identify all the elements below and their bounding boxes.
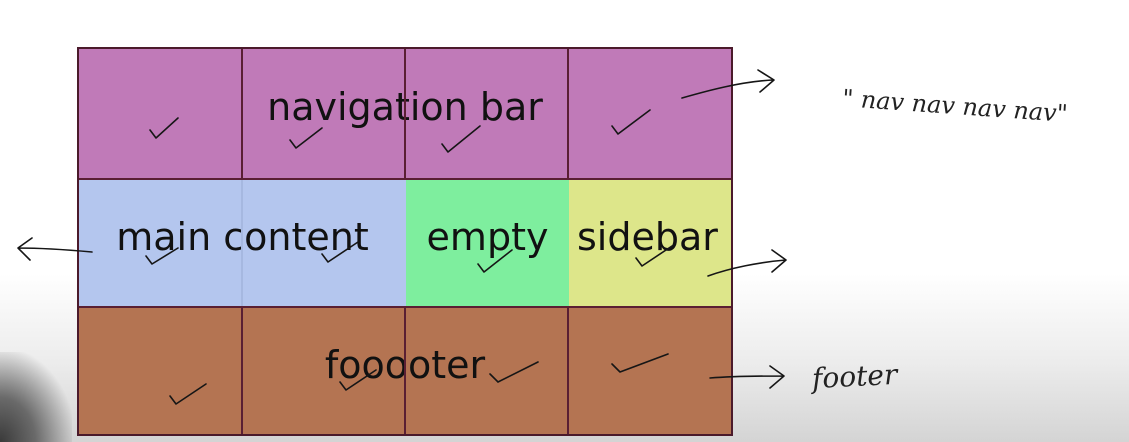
sidebar-area: sidebar	[569, 179, 731, 307]
grid-column-line	[567, 49, 569, 179]
grid-row-line	[79, 178, 731, 180]
grid-column-line	[241, 49, 243, 179]
grid-column-line	[241, 307, 243, 434]
corner-shadow	[0, 352, 72, 442]
sidebar-label: sidebar	[577, 215, 718, 259]
empty-area: empty	[406, 179, 569, 307]
css-grid-diagram: navigation bar main content empty sideba…	[77, 47, 733, 436]
footer-annotation: footer	[811, 357, 899, 396]
nav-template-annotation: " nav nav nav nav"	[841, 84, 1069, 128]
grid-column-line	[404, 307, 406, 434]
grid-column-line	[241, 179, 243, 307]
grid-column-line	[404, 49, 406, 179]
empty-label: empty	[426, 215, 549, 259]
grid-column-line	[567, 307, 569, 434]
grid-row-line	[79, 306, 731, 308]
